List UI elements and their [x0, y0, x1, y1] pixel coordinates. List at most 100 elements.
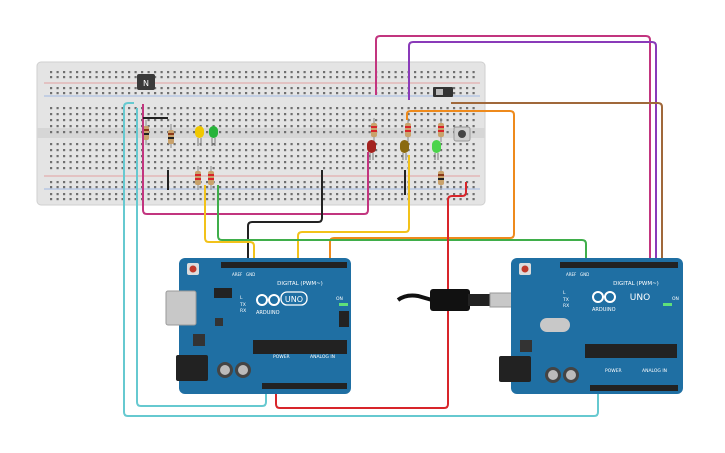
- breadboard-hole: [303, 119, 306, 122]
- breadboard-hole: [141, 92, 144, 95]
- breadboard-hole: [453, 193, 456, 196]
- slide-switch[interactable]: [433, 87, 453, 97]
- breadboard-hole: [264, 155, 267, 158]
- breadboard-hole: [95, 149, 98, 152]
- breadboard-hole: [297, 125, 300, 128]
- breadboard-hole: [186, 131, 189, 134]
- breadboard-hole: [355, 125, 358, 128]
- breadboard-hole: [336, 155, 339, 158]
- breadboard-hole: [264, 76, 267, 79]
- breadboard-hole: [167, 198, 170, 201]
- breadboard-hole: [336, 181, 339, 184]
- breadboard-hole: [303, 161, 306, 164]
- breadboard-hole: [297, 113, 300, 116]
- breadboard-hole: [212, 119, 215, 122]
- breadboard-hole: [206, 143, 209, 146]
- breadboard-hole: [336, 107, 339, 110]
- breadboard-hole: [459, 143, 462, 146]
- breadboard-hole: [251, 186, 254, 189]
- breadboard-hole: [401, 87, 404, 90]
- breadboard-hole: [245, 155, 248, 158]
- breadboard-hole: [160, 113, 163, 116]
- breadboard-hole: [440, 193, 443, 196]
- breadboard-hole: [180, 149, 183, 152]
- breadboard-hole: [336, 125, 339, 128]
- breadboard-hole: [264, 71, 267, 74]
- breadboard-hole: [466, 92, 469, 95]
- breadboard-hole: [232, 131, 235, 134]
- breadboard-hole: [388, 149, 391, 152]
- breadboard-hole: [160, 181, 163, 184]
- breadboard-hole: [414, 71, 417, 74]
- breadboard-hole: [193, 143, 196, 146]
- breadboard-hole: [108, 161, 111, 164]
- breadboard-hole: [362, 92, 365, 95]
- breadboard-hole: [375, 167, 378, 170]
- svg-text:RX: RX: [563, 303, 569, 309]
- breadboard-hole: [115, 155, 118, 158]
- breadboard-hole: [264, 119, 267, 122]
- breadboard-hole: [76, 186, 79, 189]
- breadboard-hole: [316, 155, 319, 158]
- breadboard-hole: [180, 186, 183, 189]
- breadboard-hole: [381, 107, 384, 110]
- breadboard-hole: [251, 87, 254, 90]
- breadboard-hole: [134, 149, 137, 152]
- breadboard-hole: [394, 87, 397, 90]
- push-button[interactable]: [453, 126, 471, 142]
- breadboard-hole: [219, 131, 222, 134]
- breadboard-hole: [225, 198, 228, 201]
- breadboard-hole: [362, 143, 365, 146]
- breadboard-hole: [342, 181, 345, 184]
- breadboard-hole: [349, 71, 352, 74]
- breadboard-hole: [212, 76, 215, 79]
- breadboard-hole: [407, 119, 410, 122]
- breadboard-hole: [134, 181, 137, 184]
- breadboard-hole: [89, 198, 92, 201]
- breadboard-hole: [50, 149, 53, 152]
- breadboard-hole: [180, 119, 183, 122]
- breadboard-hole: [121, 198, 124, 201]
- breadboard-hole: [264, 143, 267, 146]
- breadboard-hole: [173, 181, 176, 184]
- breadboard-hole: [95, 71, 98, 74]
- breadboard-hole: [368, 71, 371, 74]
- breadboard-hole: [50, 131, 53, 134]
- breadboard-hole: [63, 71, 66, 74]
- breadboard-hole: [388, 193, 391, 196]
- breadboard-hole: [115, 167, 118, 170]
- breadboard-hole: [154, 107, 157, 110]
- breadboard-hole: [472, 131, 475, 134]
- breadboard-hole: [238, 155, 241, 158]
- breadboard-hole: [134, 198, 137, 201]
- breadboard-hole: [128, 113, 131, 116]
- breadboard-hole: [336, 71, 339, 74]
- breadboard-hole: [82, 92, 85, 95]
- breadboard-hole: [264, 198, 267, 201]
- breadboard-hole: [160, 186, 163, 189]
- breadboard-hole: [63, 76, 66, 79]
- breadboard-hole: [316, 193, 319, 196]
- breadboard-hole: [128, 125, 131, 128]
- breadboard-hole: [115, 76, 118, 79]
- breadboard-hole: [284, 107, 287, 110]
- breadboard-hole: [50, 76, 53, 79]
- breadboard-hole: [258, 92, 261, 95]
- breadboard-hole: [56, 143, 59, 146]
- breadboard-hole: [362, 71, 365, 74]
- breadboard-hole: [466, 161, 469, 164]
- breadboard-hole: [310, 167, 313, 170]
- breadboard-hole: [271, 155, 274, 158]
- breadboard-hole: [245, 107, 248, 110]
- breadboard-hole: [316, 92, 319, 95]
- breadboard-hole: [69, 131, 72, 134]
- breadboard-hole: [251, 119, 254, 122]
- breadboard-hole: [128, 181, 131, 184]
- breadboard-hole: [76, 181, 79, 184]
- breadboard-hole: [362, 125, 365, 128]
- breadboard-hole: [303, 181, 306, 184]
- breadboard-hole: [310, 71, 313, 74]
- breadboard-hole: [238, 71, 241, 74]
- breadboard-hole: [108, 119, 111, 122]
